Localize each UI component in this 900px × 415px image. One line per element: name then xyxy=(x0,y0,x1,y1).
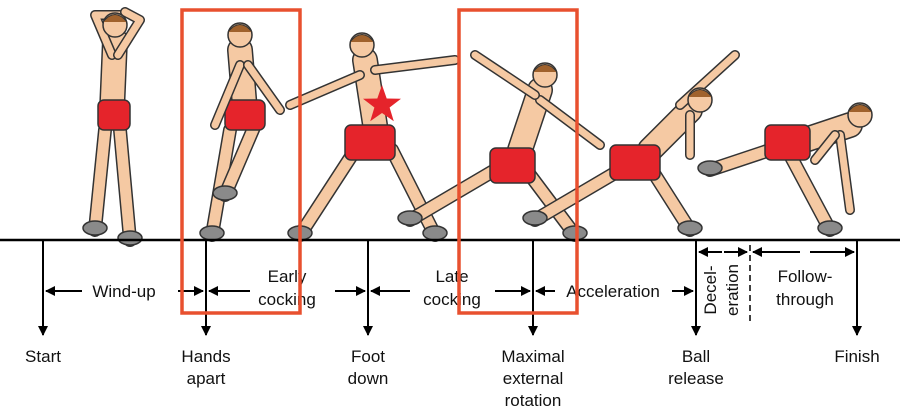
star-icon xyxy=(363,85,401,122)
phase-label: Early xyxy=(268,267,307,286)
pitcher-figures xyxy=(82,7,873,247)
pitcher-figure xyxy=(697,102,873,237)
event-label: rotation xyxy=(505,391,562,410)
pitcher-figure xyxy=(199,22,285,242)
event-label: down xyxy=(348,369,389,388)
phase-label: Decel- xyxy=(701,265,720,314)
event-label: apart xyxy=(187,369,226,388)
phase-label: Acceleration xyxy=(566,282,660,301)
phase-label: cocking xyxy=(258,290,316,309)
phase-label: Follow- xyxy=(778,267,833,286)
event-label: Finish xyxy=(834,347,879,366)
highlight-box-late-cocking xyxy=(457,8,579,315)
timeline: Start Hands apart Foot down Maximal external ro… xyxy=(25,240,880,410)
event-label: external xyxy=(503,369,563,388)
event-label: Start xyxy=(25,347,61,366)
event-label: Ball xyxy=(682,347,710,366)
event-label: Hands xyxy=(181,347,230,366)
pitcher-figure xyxy=(522,50,740,237)
phase-label: Late xyxy=(435,267,468,286)
phase-label: through xyxy=(776,290,834,309)
pitcher-figure xyxy=(397,50,605,242)
event-label: Maximal xyxy=(501,347,564,366)
phase-label: cocking xyxy=(423,290,481,309)
event-label: release xyxy=(668,369,724,388)
phase-label: eration xyxy=(723,264,742,316)
pitcher-figure xyxy=(82,7,145,247)
event-label: Foot xyxy=(351,347,385,366)
phase-label: Wind-up xyxy=(92,282,155,301)
highlight-box-early-cocking xyxy=(180,8,302,315)
